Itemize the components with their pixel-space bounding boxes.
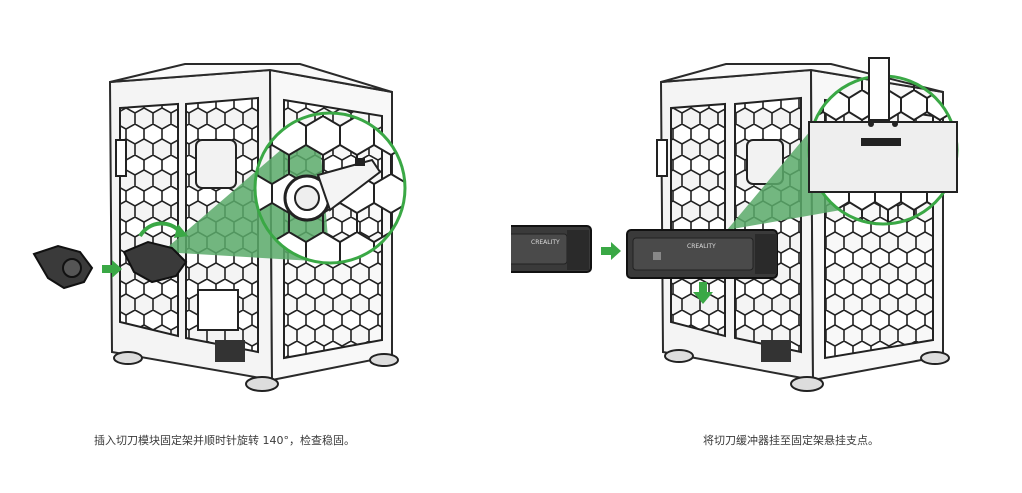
step-1-panel: 插入切刀模块固定架并顺时针旋转 140°，检查稳固。 <box>32 63 407 447</box>
foot <box>369 353 399 367</box>
foot <box>245 376 279 392</box>
foot <box>113 351 143 365</box>
magnifier-circle <box>253 111 407 265</box>
magnifier-circle <box>807 57 959 226</box>
step-1-caption: 插入切刀模块固定架并顺时针旋转 140°，检查稳固。 <box>94 434 355 447</box>
printer-top <box>109 63 393 93</box>
rotate-arrow-head <box>174 224 188 238</box>
power-socket <box>215 340 245 362</box>
brand-mark: CREALITY <box>687 243 716 250</box>
mesh-panel-left <box>119 102 179 338</box>
push-arrow-icon <box>102 260 122 278</box>
step-2-panel: CREALITY <box>511 0 1022 493</box>
step-2-caption: 将切刀缓冲器挂至固定架悬挂支点。 <box>703 434 879 447</box>
step-2-illustration: CREALITY <box>511 57 959 392</box>
cutter-holder-inserted <box>122 240 188 284</box>
side-hinge <box>115 139 127 177</box>
step-1-illustration <box>32 63 407 392</box>
cutter-holder-part <box>32 244 94 290</box>
push-arrow-icon <box>601 242 621 260</box>
buffer-module-attached: CREALITY <box>626 229 778 279</box>
brand-mark: CREALITY <box>531 239 560 246</box>
extruder <box>195 139 237 189</box>
down-arrow-icon <box>693 282 713 304</box>
inner-plate <box>197 289 239 331</box>
buffer-module: CREALITY <box>511 225 592 273</box>
